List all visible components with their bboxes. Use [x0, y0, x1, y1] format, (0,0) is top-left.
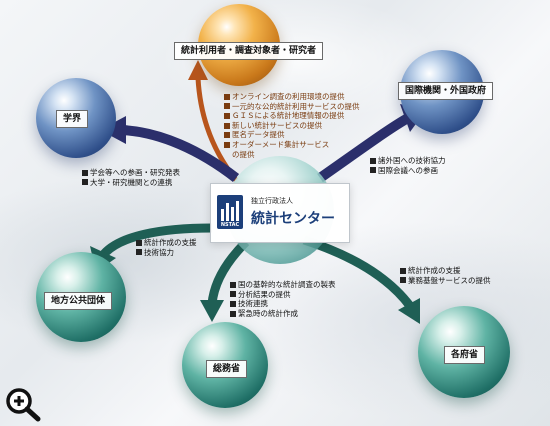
center-name: 統計センター: [251, 211, 335, 227]
list-item: 統計作成の支援: [136, 238, 197, 248]
arrow-to-international: [317, 113, 411, 183]
list-item: 諸外国への技術協力: [370, 156, 446, 166]
list-item: 一元的な公的統計利用サービスの提供: [224, 102, 360, 112]
international-label[interactable]: 国際機関・外国政府: [398, 82, 494, 100]
list-item: 分析結果の提供: [230, 290, 336, 300]
list-item: 学会等への参画・研究発表: [82, 168, 180, 178]
users-label[interactable]: 統計利用者・調査対象者・研究者: [174, 42, 324, 60]
list-item: オーダーメード集計サービス: [224, 140, 360, 150]
ministries-label[interactable]: 各府省: [444, 346, 486, 364]
arrow-head-users: [188, 60, 208, 80]
list-item: 国の基幹的な統計調査の製表: [230, 280, 336, 290]
arrow-to-academia: [121, 125, 240, 182]
arrow-head-mic: [200, 300, 224, 322]
list-item: 国際会議への参画: [370, 166, 446, 176]
list-item: 大学・研究機関との連携: [82, 178, 180, 188]
arrow-to-ministries: [302, 235, 414, 309]
list-item: 技術連携: [230, 299, 336, 309]
list-item: 技術協力: [136, 248, 197, 258]
list-item: ＧＩＳによる統計地理情報の提供: [224, 111, 360, 121]
international-service-list: 諸外国への技術協力 国際会議への参画: [370, 156, 446, 175]
academia-label[interactable]: 学界: [56, 110, 89, 128]
ministries-service-list: 統計作成の支援 業務基盤サービスの提供: [400, 266, 491, 285]
academia-service-list: 学会等への参画・研究発表 大学・研究機関との連携: [82, 168, 180, 187]
nstac-logo: NSTAC: [217, 195, 243, 229]
list-item: オンライン調査の利用環境の提供: [224, 92, 360, 102]
list-item: 統計作成の支援: [400, 266, 491, 276]
arrow-head-ministries: [398, 298, 420, 324]
statistics-center-card[interactable]: NSTAC 独立行政法人 統計センター: [210, 183, 350, 243]
logo-abbreviation: NSTAC: [220, 222, 240, 228]
center-subtitle: 独立行政法人: [251, 197, 293, 205]
local-label[interactable]: 地方公共団体: [44, 292, 113, 310]
mic-service-list: 国の基幹的な統計調査の製表 分析結果の提供 技術連携 緊急時の統計作成: [230, 280, 336, 318]
arrow-to-local: [100, 223, 213, 258]
list-item: 業務基盤サービスの提供: [400, 276, 491, 286]
list-item: 新しい統計サービスの提供: [224, 121, 360, 131]
local-service-list: 統計作成の支援 技術協力: [136, 238, 197, 257]
users-service-list: オンライン調査の利用環境の提供 一元的な公的統計利用サービスの提供 ＧＩＳによる…: [224, 92, 360, 159]
list-item: 緊急時の統計作成: [230, 309, 336, 319]
list-item: 匿名データ提供: [224, 130, 360, 140]
zoom-in-icon[interactable]: [4, 386, 44, 422]
list-item-continuation: の提供: [232, 149, 255, 159]
mic-label[interactable]: 総務省: [206, 360, 248, 378]
